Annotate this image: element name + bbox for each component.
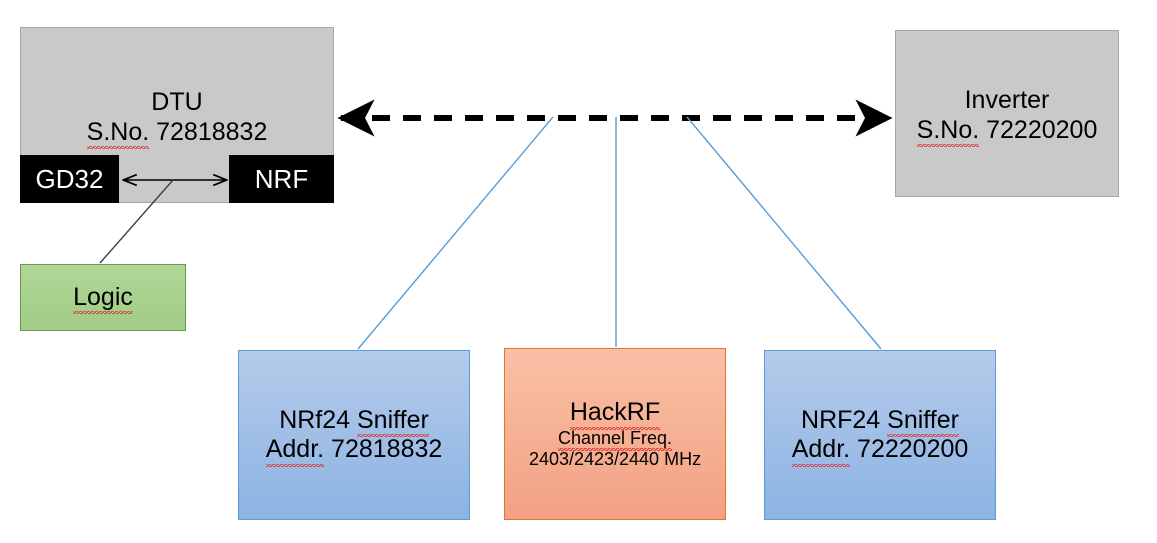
inverter-node[interactable]: Inverter S.No. 72220200 [895, 30, 1119, 197]
sniffer-right-title: NRF24 Sniffer [801, 405, 959, 437]
sniffer-left-title: NRf24 Sniffer [279, 405, 429, 437]
nrf-node[interactable]: NRF [229, 155, 334, 203]
hackrf-node[interactable]: HackRF Channel Freq. 2403/2423/2440 MHz [504, 348, 726, 520]
hackrf-subtitle: Channel Freq. [557, 427, 673, 452]
dtu-serial-value: 72818832 [156, 117, 268, 146]
sniffer-right-addr-value: 72220200 [857, 435, 969, 463]
sniffer-left-tap-line [357, 116, 554, 350]
dtu-serial-line: S.No. 72818832 [21, 117, 333, 149]
sniffer-right-addr-line: Addr. 72220200 [791, 435, 969, 466]
inverter-serial-label: S.No. [916, 115, 980, 147]
hackrf-frequencies: 2403/2423/2440 MHz [528, 448, 702, 469]
sniffer-right-addr-label: Addr. [791, 435, 851, 466]
dtu-title: DTU [151, 88, 203, 116]
sniffer-left-addr-line: Addr. 72818832 [265, 435, 443, 466]
dtu-label-stack: DTU S.No. 72818832 [21, 88, 333, 149]
sniffer-left-node[interactable]: NRf24 Sniffer Addr. 72818832 [238, 350, 470, 520]
logic-node[interactable]: Logic [20, 264, 186, 331]
sniffer-left-addr-label: Addr. [265, 435, 325, 466]
gd32-label: GD32 [35, 163, 104, 194]
inverter-title: Inverter [964, 86, 1050, 114]
dtu-serial-label: S.No. [86, 117, 150, 149]
hackrf-title: HackRF [569, 398, 661, 429]
sniffer-left-title-word: Sniffer [357, 405, 429, 437]
sniffer-right-node[interactable]: NRF24 Sniffer Addr. 72220200 [764, 350, 996, 520]
inverter-label-stack: Inverter S.No. 72220200 [896, 86, 1118, 147]
sniffer-left-addr-value: 72818832 [331, 435, 443, 463]
sniffer-right-title-word: Sniffer [887, 405, 959, 437]
nrf-label: NRF [254, 163, 309, 194]
inverter-serial-line: S.No. 72220200 [896, 115, 1118, 147]
inverter-serial-value: 72220200 [986, 115, 1098, 144]
sniffer-right-tap-line [686, 116, 882, 350]
logic-label: Logic [73, 282, 133, 314]
gd32-node[interactable]: GD32 [20, 155, 119, 203]
